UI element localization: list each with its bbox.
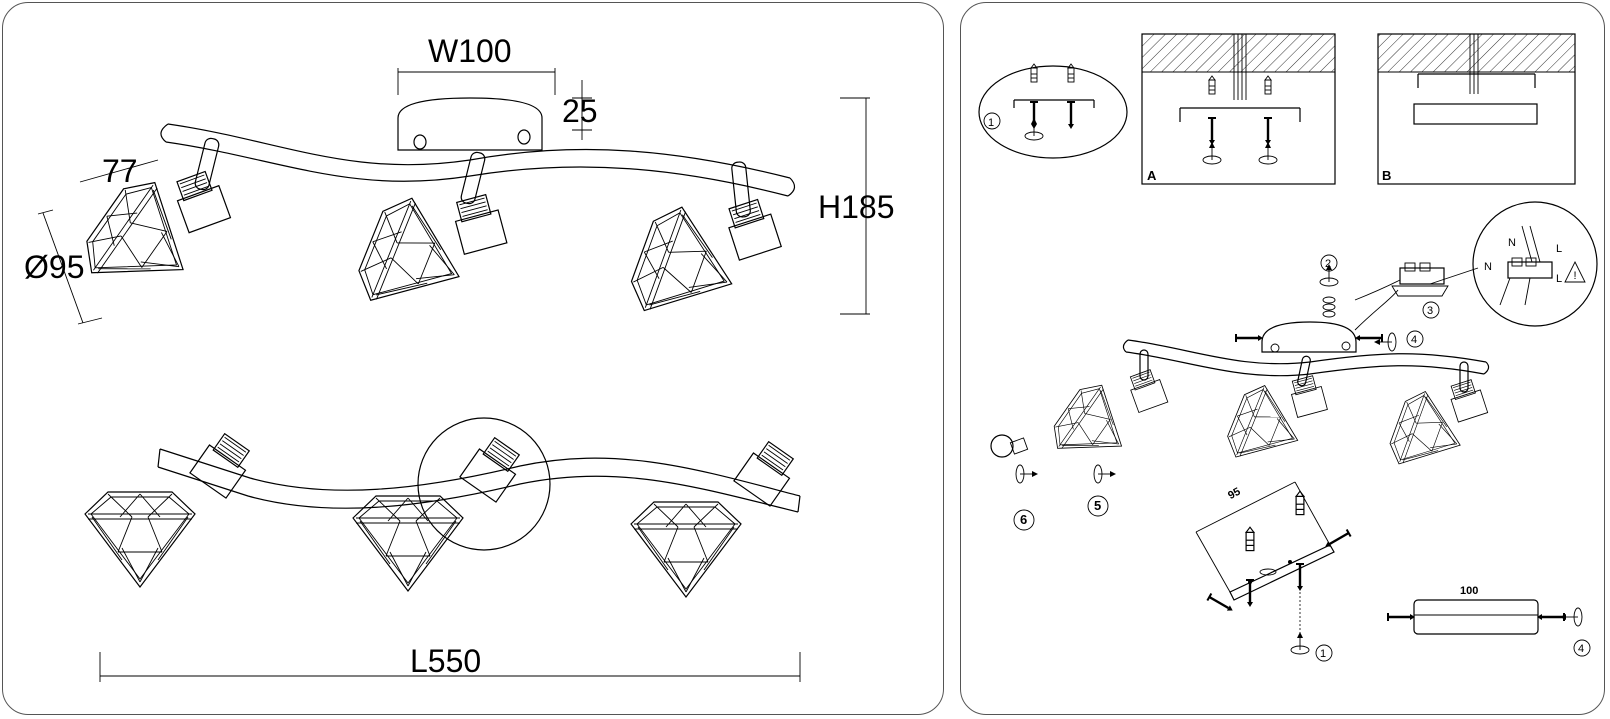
canopy-side: [397, 97, 543, 151]
installation-panel: [960, 2, 1605, 715]
step-number: 2: [1325, 258, 1331, 270]
dimension-panel: [2, 2, 944, 715]
box-a: [1141, 33, 1336, 185]
cage-shade: [623, 199, 752, 337]
top-view: [84, 417, 801, 598]
cage-shade: [349, 189, 481, 329]
step-number: 6: [1020, 512, 1027, 527]
step-number: 4: [1411, 334, 1417, 346]
lamp-holder: [450, 192, 508, 255]
box-label-a: A: [1147, 168, 1157, 183]
arm-dimension: 77: [102, 153, 138, 189]
canopy-detail: [1386, 599, 1591, 657]
side-view: [73, 97, 796, 337]
wire-neutral-label: N: [1484, 261, 1492, 273]
step1-detail: [978, 63, 1128, 159]
bar-top-edge: [167, 123, 791, 179]
step-number: 1: [1320, 648, 1326, 660]
canopy-screw-head: [517, 129, 531, 145]
wiring-detail: !: [1391, 201, 1598, 327]
canopy-screw-head: [413, 134, 427, 150]
bulb-steps: [990, 434, 1117, 531]
box-b: [1377, 33, 1576, 185]
svg-text:!: !: [1573, 270, 1576, 282]
length-dimension: L550: [410, 643, 481, 679]
diameter-dimension: Ø95: [24, 249, 84, 285]
depth-dimension: 25: [562, 93, 598, 129]
box-label-b: B: [1382, 168, 1391, 183]
bracket-detail: [1195, 481, 1352, 662]
canopy-dimension: 100: [1460, 585, 1478, 597]
height-dimension: H185: [818, 189, 895, 225]
canopy-top: [417, 417, 551, 551]
step-number: 5: [1094, 498, 1101, 513]
step-number: 1: [988, 117, 994, 129]
wire-neutral-label: N: [1508, 237, 1516, 249]
lamp-holder: [722, 196, 782, 261]
step-number: 3: [1427, 305, 1433, 317]
assembly-fixture: [1044, 321, 1490, 482]
step2-nut: [1319, 254, 1401, 331]
dimension-lines-top: [37, 68, 870, 325]
bracket-dimension: 95: [1226, 486, 1242, 502]
wire-live-label: L: [1556, 273, 1562, 285]
lamp-holder: [170, 168, 232, 234]
wire-live-label: L: [1556, 243, 1562, 255]
width-dimension: W100: [428, 33, 512, 69]
step-number: 4: [1578, 643, 1584, 655]
dimension-length-line: [99, 652, 801, 682]
bar-bottom-edge: [165, 141, 789, 197]
